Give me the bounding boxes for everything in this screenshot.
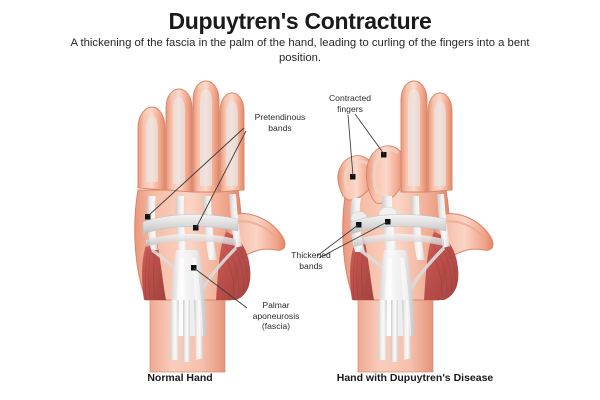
marker-thickened-2 [385, 219, 391, 225]
page-subtitle: A thickening of the fascia in the palm o… [70, 37, 530, 64]
contracted-ring-finger [365, 145, 406, 204]
caption-dupuytren-hand: Hand with Dupuytren's Disease [336, 372, 494, 384]
contracted-little-finger [337, 155, 376, 201]
marker-palmar-aponeurosis [191, 265, 197, 271]
leader-lines-dupuytren [316, 113, 388, 259]
marker-contracted-2 [381, 152, 387, 158]
caption-normal-hand: Normal Hand [147, 372, 213, 384]
annotation-palmar-aponeurosis: Palmar aponeurosis (fascia) [252, 300, 300, 331]
annotation-contracted-fingers: Contracted fingers [328, 93, 372, 114]
marker-thickened-1 [356, 222, 362, 228]
figure-normal-hand [134, 80, 286, 373]
annotation-thickened-bands: Thickened bands [291, 250, 331, 271]
leader-lines-normal [147, 127, 248, 309]
page-title: Dupuytren's Contracture [168, 8, 432, 34]
annotation-pretendinous-bands: Pretendinous bands [254, 112, 306, 133]
marker-contracted-1 [350, 174, 356, 180]
marker-pretendinous-1 [145, 214, 151, 220]
figure-dupuytren-hand [316, 80, 494, 373]
